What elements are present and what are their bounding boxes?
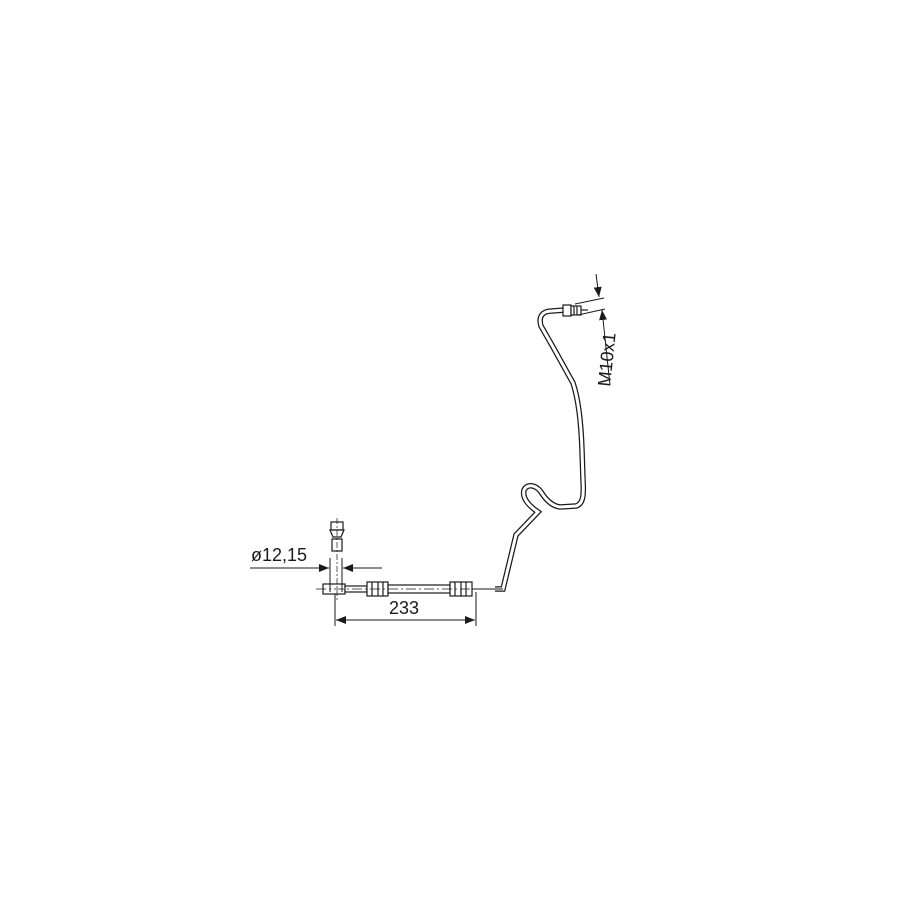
thread-dimension bbox=[574, 273, 611, 386]
diameter-label: ø12,15 bbox=[251, 545, 307, 565]
banjo-bolt bbox=[329, 518, 345, 600]
length-label: 233 bbox=[389, 598, 419, 618]
hose-assembly bbox=[316, 581, 480, 597]
thread-label: M10x1 bbox=[594, 332, 620, 388]
length-dimension bbox=[334, 592, 477, 626]
thread-fitting bbox=[562, 304, 588, 317]
brake-pipe bbox=[472, 307, 587, 592]
diameter-dimension bbox=[250, 558, 382, 592]
